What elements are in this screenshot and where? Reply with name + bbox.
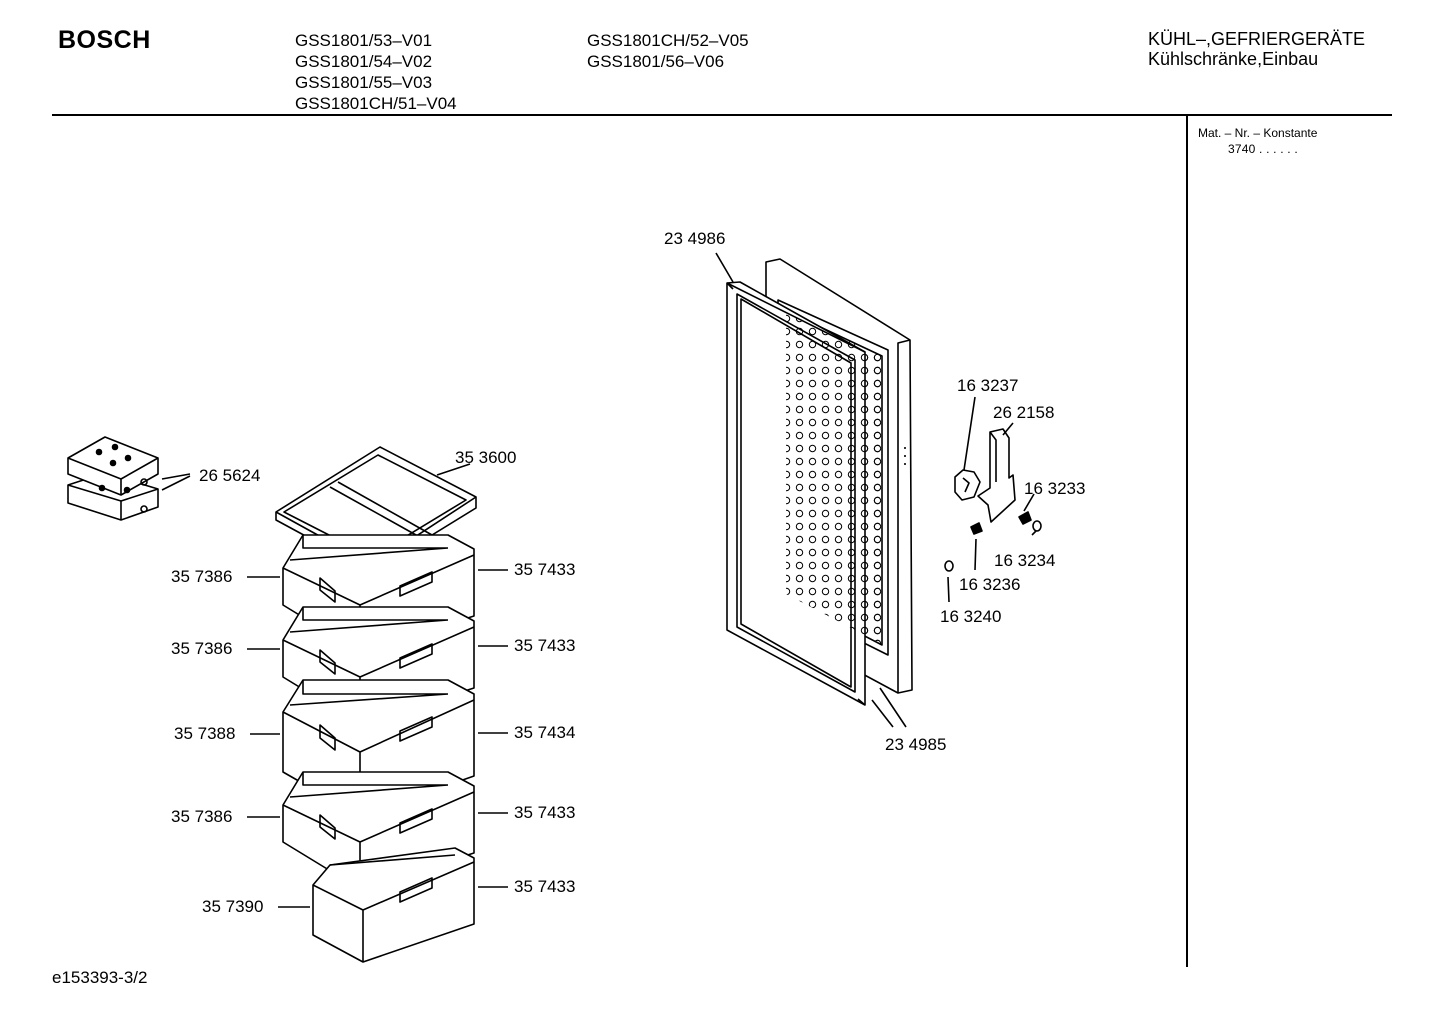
part-label: 16 3237 bbox=[957, 376, 1019, 395]
part-label: 35 3600 bbox=[455, 448, 517, 467]
screw-part bbox=[1018, 511, 1032, 525]
drawing-id: e153393-3/2 bbox=[52, 968, 148, 987]
part-label: 35 7390 bbox=[202, 897, 264, 916]
part-label: 35 7434 bbox=[514, 723, 576, 742]
hinge-cam-part bbox=[954, 469, 981, 501]
part-label: 23 4985 bbox=[885, 735, 947, 754]
cap-part bbox=[944, 560, 954, 572]
part-label: 35 7386 bbox=[171, 807, 233, 826]
part-label: 35 7386 bbox=[171, 567, 233, 586]
part-label: 26 5624 bbox=[199, 466, 261, 485]
model-number: GSS1801/55–V03 bbox=[295, 73, 433, 92]
mat-nr-value: 3740 . . . . . . bbox=[1228, 142, 1298, 156]
side-panel-divider bbox=[1186, 116, 1188, 967]
mat-nr-label: Mat. – Nr. – Konstante bbox=[1198, 126, 1318, 140]
part-label: 35 7386 bbox=[171, 639, 233, 658]
hinge-bracket-part bbox=[977, 428, 1016, 523]
part-label: 16 3233 bbox=[1024, 479, 1086, 498]
part-label: 26 2158 bbox=[993, 403, 1055, 422]
part-label: 35 7433 bbox=[514, 636, 576, 655]
drawer-part bbox=[278, 847, 508, 963]
part-label: 23 4986 bbox=[664, 229, 726, 248]
part-label: 35 7433 bbox=[514, 877, 576, 896]
model-number: GSS1801/56–V06 bbox=[587, 52, 725, 71]
model-number: GSS1801CH/52–V05 bbox=[587, 31, 749, 50]
washer-part bbox=[1032, 520, 1042, 532]
part-label: 35 7433 bbox=[514, 803, 576, 822]
category-title: KÜHL–,GEFRIERGERÄTE bbox=[1148, 29, 1366, 49]
category-subtitle: Kühlschränke,Einbau bbox=[1148, 49, 1319, 69]
model-number: GSS1801/53–V01 bbox=[295, 31, 433, 50]
brand-logo: BOSCH bbox=[58, 26, 151, 54]
part-label: 35 7433 bbox=[514, 560, 576, 579]
part-label: 35 7388 bbox=[174, 724, 236, 743]
part-label: 16 3236 bbox=[959, 575, 1021, 594]
header-divider bbox=[52, 114, 1392, 116]
category-block: KÜHL–,GEFRIERGERÄTE Kühlschränke,Einbau bbox=[1148, 29, 1365, 69]
model-list-1: GSS1801/53–V01 GSS1801/54–V02 GSS1801/55… bbox=[295, 30, 457, 114]
model-list-2: GSS1801CH/52–V05 GSS1801/56–V06 bbox=[587, 30, 749, 72]
part-label: 16 3234 bbox=[994, 551, 1056, 570]
model-number: GSS1801CH/51–V04 bbox=[295, 94, 457, 113]
bolt-part bbox=[970, 522, 983, 535]
model-number: GSS1801/54–V02 bbox=[295, 52, 433, 71]
part-label: 16 3240 bbox=[940, 607, 1002, 626]
ice-pack-part bbox=[67, 436, 191, 521]
